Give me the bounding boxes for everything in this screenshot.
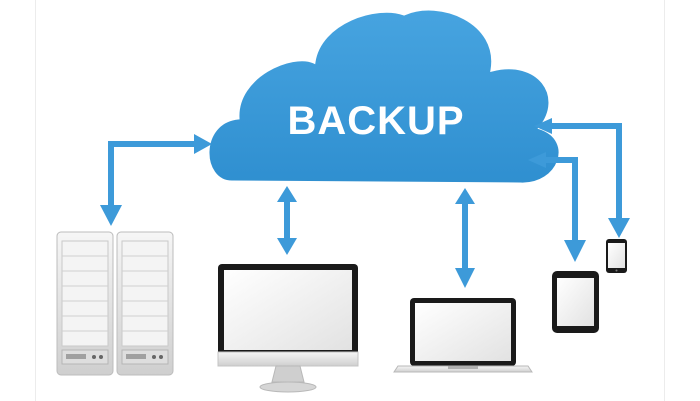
laptop: [393, 298, 533, 373]
backup-cloud: BACKUP: [206, 7, 562, 186]
arrow-phone: [534, 118, 630, 238]
arrow-servers: [100, 134, 212, 226]
monitor-icon: [217, 264, 359, 393]
connection-arrows: [100, 118, 630, 288]
tablet: [552, 271, 599, 333]
server-rack-2: [116, 231, 174, 376]
cloud-label: BACKUP: [287, 99, 464, 143]
server-rack-1: [56, 231, 114, 376]
smartphone: [606, 239, 627, 273]
server-icon: [116, 231, 174, 376]
tablet-icon: [552, 271, 599, 333]
phone-icon: [606, 239, 627, 273]
arrow-desktop: [277, 186, 297, 255]
desktop-monitor: [217, 264, 359, 393]
arrow-laptop: [455, 188, 475, 288]
server-icon: [56, 231, 114, 376]
arrow-tablet: [528, 152, 586, 262]
laptop-icon: [393, 298, 533, 373]
